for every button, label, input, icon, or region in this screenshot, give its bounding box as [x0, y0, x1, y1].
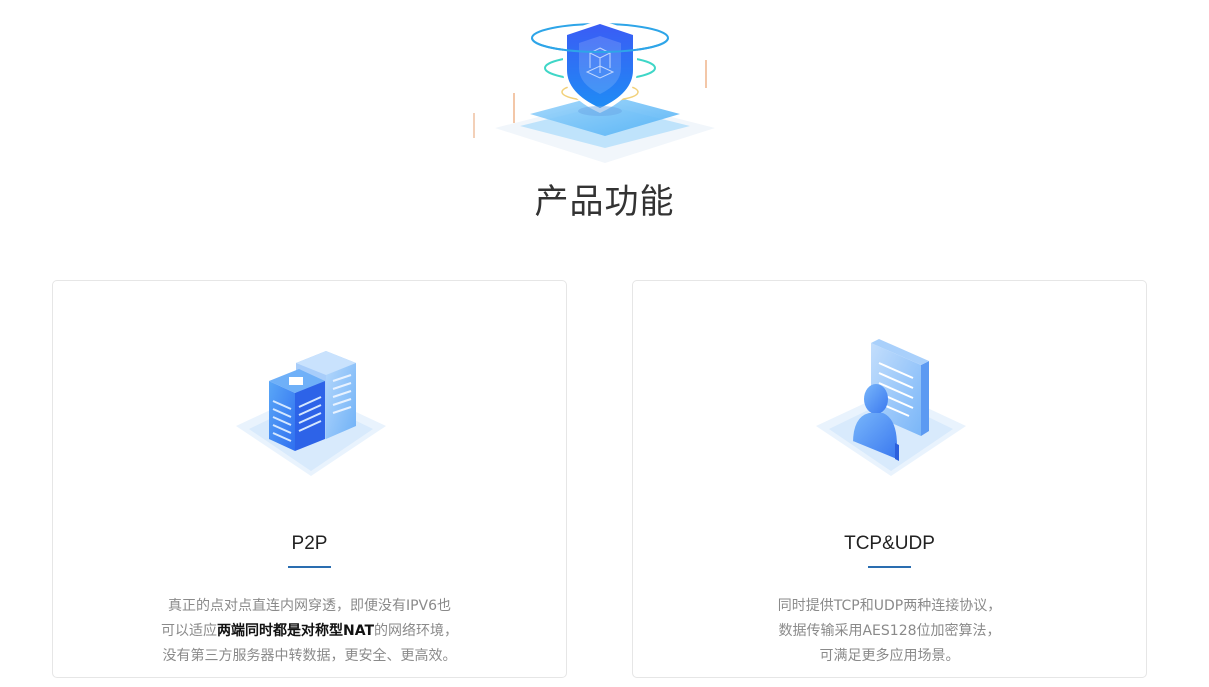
title-underline [867, 566, 911, 568]
page-title: 产品功能 [534, 182, 675, 222]
shield-security-icon [465, 8, 745, 168]
desc-line: 没有第三方服务器中转数据，更安全、更高效。 [162, 648, 457, 664]
desc-line: 真正的点对点直连内网穿透，即便没有IPV6也 [167, 598, 452, 614]
feature-card-p2p: P2P 真正的点对点直连内网穿透，即便没有IPV6也 可以适应两端同时都是对称型… [52, 280, 567, 678]
title-underline [287, 566, 331, 568]
desc-line: 数据传输采用AES128位加密算法， [778, 623, 1001, 639]
desc-highlight: 两端同时都是对称型NAT [216, 623, 374, 639]
desc-text: 可以适应 [160, 623, 217, 639]
feature-card-tcp-udp: TCP&UDP 同时提供TCP和UDP两种连接协议， 数据传输采用AES128位… [632, 280, 1147, 678]
feature-title: P2P [291, 533, 328, 554]
desc-line: 可满足更多应用场景。 [819, 648, 960, 664]
feature-description: 同时提供TCP和UDP两种连接协议， 数据传输采用AES128位加密算法， 可满… [663, 594, 1116, 669]
server-buildings-icon [211, 321, 411, 501]
desc-line: 同时提供TCP和UDP两种连接协议， [777, 598, 1002, 614]
feature-description: 真正的点对点直连内网穿透，即便没有IPV6也 可以适应两端同时都是对称型NAT的… [83, 594, 536, 669]
desc-text: 的网络环境， [374, 623, 458, 639]
feature-title: TCP&UDP [844, 533, 935, 554]
user-document-icon [791, 321, 991, 501]
desc-line: 可以适应两端同时都是对称型NAT的网络环境， [83, 619, 536, 644]
